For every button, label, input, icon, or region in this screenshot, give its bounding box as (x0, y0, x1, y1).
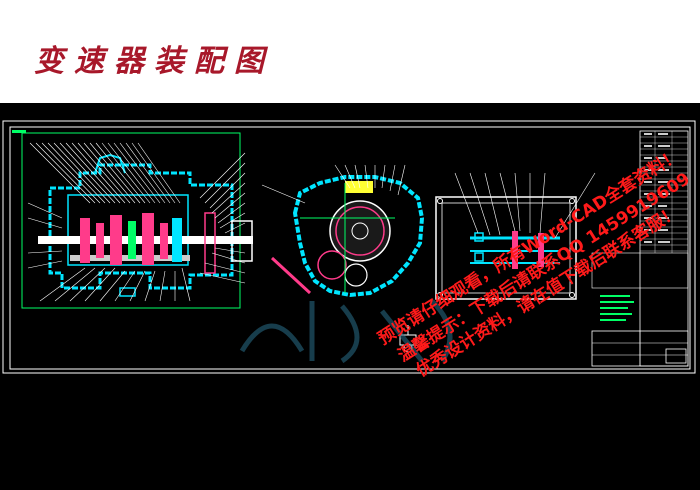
end-section-view (261, 164, 425, 353)
end-view-leader-lines (261, 164, 406, 204)
leader-lines-left (27, 202, 63, 269)
shift-lever (270, 256, 312, 295)
page-title: 变速器装配图 (34, 44, 274, 79)
technical-requirements (600, 295, 634, 321)
main-gear-circle (329, 200, 391, 262)
gear-5 (142, 213, 154, 265)
outer-frame (2, 120, 696, 374)
leader-lines-right (199, 152, 246, 284)
lower-gear-left (317, 250, 347, 280)
drain-plug (119, 287, 136, 297)
bill-of-materials (591, 130, 689, 367)
gear-1 (80, 218, 90, 263)
gear-7 (172, 218, 182, 262)
end-housing (292, 175, 425, 298)
site-logo-watermark (239, 299, 453, 364)
inner-frame (9, 126, 691, 370)
gear-4 (128, 221, 136, 259)
shift-fork-2 (538, 233, 544, 267)
top-cover-plate (345, 181, 373, 193)
frame-marker (12, 130, 26, 133)
gearbox-housing (48, 163, 234, 290)
gear-2 (96, 223, 104, 258)
output-flange (204, 212, 216, 274)
leader-lines-bottom (39, 267, 191, 302)
top-view (435, 172, 596, 300)
gear-3 (110, 215, 122, 265)
cad-drawing-sheet (0, 103, 700, 490)
shift-fork-cover (94, 153, 126, 174)
leader-lines-top (29, 142, 181, 204)
shift-fork-1 (512, 231, 518, 269)
top-view-leader-lines (454, 172, 596, 239)
main-section-view (21, 132, 253, 309)
output-coupling (231, 220, 253, 262)
cad-drawing (2, 120, 696, 374)
main-gear-pitch (335, 206, 385, 256)
main-gear-bore (351, 222, 369, 240)
top-view-inner (441, 202, 571, 294)
gear-6 (160, 223, 168, 259)
section-view-border (21, 132, 241, 309)
